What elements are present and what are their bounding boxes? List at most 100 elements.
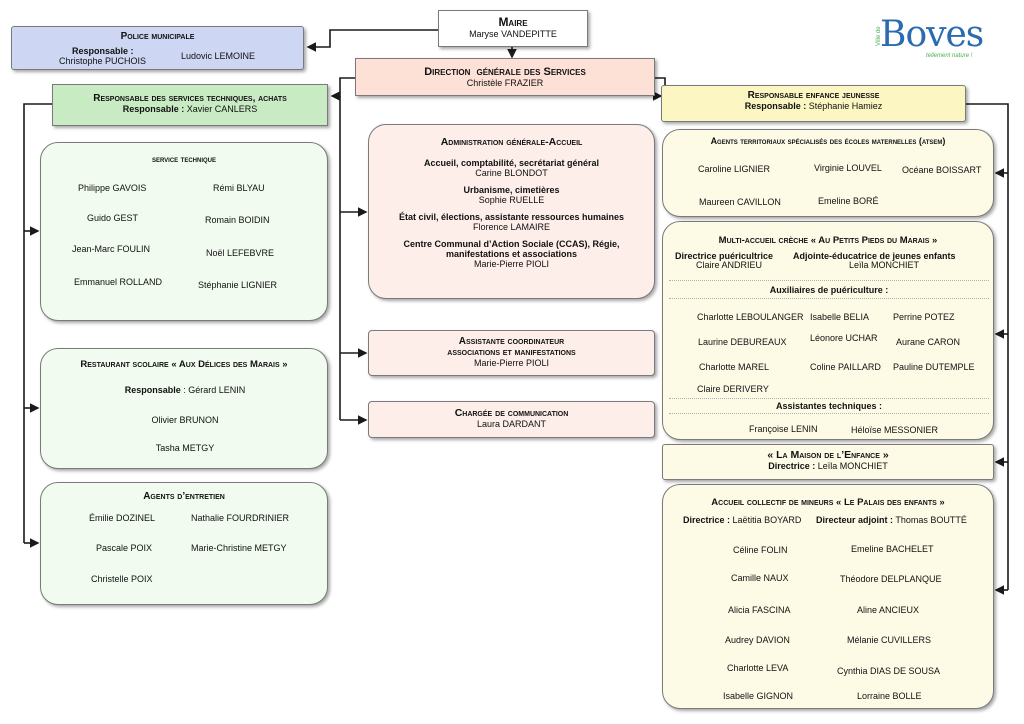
assistante-title-2: associations et manifestations bbox=[447, 347, 576, 358]
person: Tasha METGY bbox=[155, 443, 215, 453]
person: Émilie DOZINEL bbox=[89, 513, 156, 523]
maire-box: Maire Maryse VANDEPITTE bbox=[438, 10, 588, 47]
admin-section-label: Urbanisme, cimetières bbox=[463, 185, 560, 195]
boves-logo: Ville de Boves tellement nature ! bbox=[870, 14, 990, 64]
person: Noël LEFEBVRE bbox=[206, 248, 275, 258]
palais-title: Accueil collectif de mineurs « Le Palais… bbox=[711, 497, 945, 508]
person: Cynthia DIAS DE SOUSA bbox=[837, 666, 941, 676]
person: Perrine POTEZ bbox=[893, 312, 955, 322]
service-technique-box: service technique Philippe GAVOIS Rémi B… bbox=[40, 142, 328, 321]
admin-section-label: Centre Communal d’Action Sociale (CCAS),… bbox=[403, 239, 620, 259]
palais-box: Accueil collectif de mineurs « Le Palais… bbox=[662, 484, 994, 709]
person: Isabelle GIGNON bbox=[723, 691, 794, 701]
restaurant-title: Restaurant scolaire « Aux Délices des Ma… bbox=[80, 359, 288, 370]
maire-name: Maryse VANDEPITTE bbox=[469, 29, 557, 39]
person: Jean-Marc FOULIN bbox=[72, 244, 151, 254]
maison-box: « La Maison de l’Enfance » Directrice : … bbox=[662, 444, 994, 480]
admin-section-name: Florence LAMAIRE bbox=[472, 222, 551, 232]
police-box: Police municipale Responsable : Christop… bbox=[11, 26, 304, 70]
rst-resp-name: Xavier CANLERS bbox=[186, 104, 258, 114]
person: Isabelle BELIA bbox=[810, 312, 870, 322]
restaurant-resp-label: Responsable bbox=[124, 385, 181, 395]
person: Guido GEST bbox=[87, 213, 139, 223]
communication-name: Laura DARDANT bbox=[476, 419, 547, 429]
person: Aline ANCIEUX bbox=[857, 605, 920, 615]
person: Romain BOIDIN bbox=[205, 215, 270, 225]
dgs-title: Direction générale des Services bbox=[424, 66, 586, 78]
police-resp-label: Responsable : bbox=[72, 46, 134, 56]
dgs-name: Christèle FRAZIER bbox=[466, 78, 544, 88]
police-title: Police municipale bbox=[120, 31, 195, 42]
person: Charlotte LEVA bbox=[727, 663, 789, 673]
person: Emeline BACHELET bbox=[851, 544, 934, 554]
rst-title: Responsable des services techniques, ach… bbox=[93, 93, 287, 104]
person: Léonore UCHAR bbox=[810, 333, 878, 343]
person: Rémi BLYAU bbox=[213, 183, 265, 193]
palais-dir-name: Laëtitia BOYARD bbox=[732, 515, 802, 525]
assistante-title-1: Assistante coordinateur bbox=[458, 336, 565, 347]
person: Lorraine BOLLE bbox=[857, 691, 922, 701]
person: Emeline BORÉ bbox=[818, 196, 879, 206]
palais-adj-name: Thomas BOUTTÉ bbox=[895, 515, 967, 525]
person: Marie-Christine METGY bbox=[191, 543, 287, 553]
admin-section-label: Accueil, comptabilité, secrétariat génér… bbox=[423, 158, 600, 168]
rej-resp-label: Responsable : bbox=[744, 101, 807, 111]
creche-adj-name: Leïla MONCHIET bbox=[849, 260, 920, 270]
person: Claire DERIVERY bbox=[697, 384, 769, 394]
creche-title: Multi-accueil crèche « Au Petits Pieds d… bbox=[718, 235, 938, 246]
person: Céline FOLIN bbox=[733, 545, 788, 555]
person: Audrey DAVION bbox=[725, 635, 790, 645]
police-member: Ludovic LEMOINE bbox=[181, 51, 256, 61]
person: Océane BOISSART bbox=[902, 165, 982, 175]
person: Héloïse MESSONIER bbox=[851, 425, 939, 435]
person: Laurine DEBUREAUX bbox=[698, 337, 787, 347]
service-technique-title: service technique bbox=[151, 154, 217, 164]
dgs-box: Direction générale des Services Christèl… bbox=[355, 58, 655, 96]
maison-dir-name: Leïla MONCHIET bbox=[817, 461, 888, 471]
person: Philippe GAVOIS bbox=[78, 183, 147, 193]
police-resp-name: Christophe PUCHOIS bbox=[59, 56, 147, 66]
entretien-box: Agents d’entretien Émilie DOZINEL Nathal… bbox=[40, 482, 328, 605]
restaurant-box: Restaurant scolaire « Aux Délices des Ma… bbox=[40, 348, 328, 469]
person: Alicia FASCINA bbox=[728, 605, 791, 615]
person: Pascale POIX bbox=[96, 543, 153, 553]
person: Olivier BRUNON bbox=[151, 415, 219, 425]
communication-title: Chargée de communication bbox=[454, 407, 569, 419]
maison-dir-label: Directrice : bbox=[768, 461, 816, 471]
admin-box: Administration générale-Accueil Accueil,… bbox=[368, 124, 655, 299]
person: Maureen CAVILLON bbox=[699, 197, 781, 207]
palais-dir-label: Directrice : bbox=[683, 515, 731, 525]
person: Pauline DUTEMPLE bbox=[893, 362, 975, 372]
person: Charlotte MAREL bbox=[699, 362, 770, 372]
person: Mélanie CUVILLERS bbox=[847, 635, 932, 645]
logo-tagline: tellement nature ! bbox=[926, 53, 973, 59]
creche-tech-title: Assistantes techniques : bbox=[775, 401, 883, 411]
rst-box: Responsable des services techniques, ach… bbox=[52, 84, 328, 126]
restaurant-resp-name: : Gérard LENIN bbox=[183, 385, 246, 395]
logo-brand: Boves bbox=[880, 14, 984, 55]
person: Camille NAUX bbox=[731, 573, 789, 583]
rej-title: Responsable enfance jeunesse bbox=[747, 90, 880, 101]
atsem-title: Agents territoriaux spécialisés des écol… bbox=[710, 136, 946, 146]
creche-adj-label: Adjointe-éducatrice de jeunes enfants bbox=[793, 251, 956, 261]
person: Caroline LIGNIER bbox=[698, 164, 771, 174]
admin-section-label: État civil, élections, assistante ressou… bbox=[398, 212, 625, 222]
creche-dir-label: Directrice puéricultrice bbox=[675, 251, 774, 261]
creche-aux-title: Auxiliaires de puériculture : bbox=[769, 285, 889, 295]
person: Charlotte LEBOULANGER bbox=[697, 312, 804, 322]
person: Françoise LENIN bbox=[749, 424, 818, 434]
admin-section-name: Marie-Pierre PIOLI bbox=[473, 259, 550, 269]
person: Emmanuel ROLLAND bbox=[74, 277, 163, 287]
entretien-title: Agents d’entretien bbox=[143, 491, 225, 502]
rst-resp-label: Responsable : bbox=[122, 104, 185, 114]
person: Christelle POIX bbox=[91, 574, 153, 584]
person: Virginie LOUVEL bbox=[814, 163, 882, 173]
admin-title: Administration générale-Accueil bbox=[440, 136, 583, 148]
person: Coline PAILLARD bbox=[810, 362, 881, 372]
admin-section-name: Sophie RUELLE bbox=[478, 195, 545, 205]
creche-box: Multi-accueil crèche « Au Petits Pieds d… bbox=[662, 221, 994, 440]
person: Nathalie FOURDRINIER bbox=[191, 513, 290, 523]
creche-dir-name: Claire ANDRIEU bbox=[696, 260, 763, 270]
assistante-box: Assistante coordinateur associations et … bbox=[368, 330, 655, 376]
